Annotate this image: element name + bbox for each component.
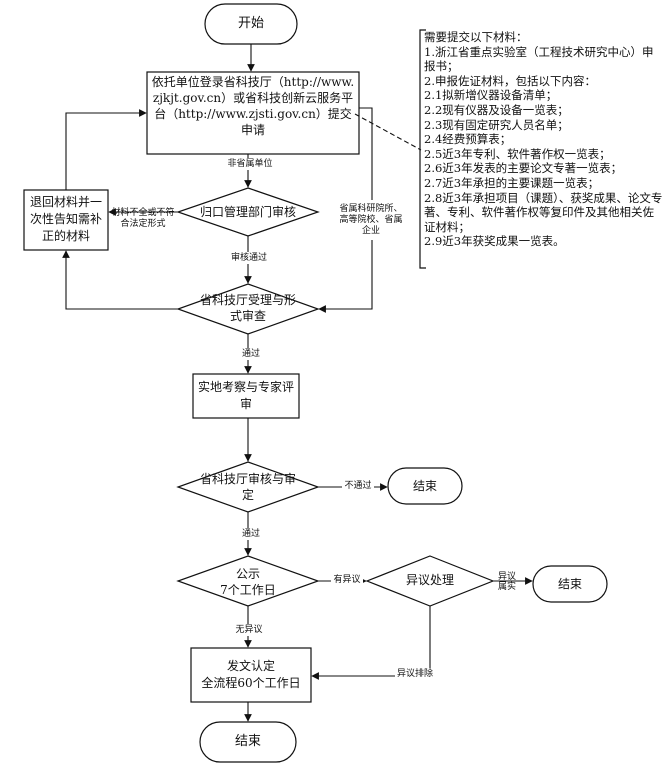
- edge-label-provincial: 省属科研院所、高等院校、省属企业: [339, 204, 403, 236]
- submit-label: 依托单位登录省科技厅（http://www.zjkjt.gov.cn）或省科技创…: [151, 75, 355, 137]
- requirement-item: 2.7近3年承担的主要课题一览表；: [424, 175, 600, 190]
- accept-review-label: 省科技厅受理与形式审查: [199, 293, 296, 323]
- edge-label-incomplete: 材料不全或不符合法定形式: [111, 208, 175, 229]
- edge-label-objection-confirmed: 异议属实: [497, 572, 516, 592]
- end-terminal-3: [199, 721, 297, 763]
- requirement-item: 2.2现有仪器及设备一览表；: [424, 102, 569, 117]
- requirements-dashed-link: [354, 113, 422, 151]
- end-label-3: 结束: [234, 734, 261, 749]
- site-review-box: [192, 373, 300, 419]
- edge-label-non-provincial: 非省属单位: [227, 159, 273, 169]
- end-terminal-2: [532, 565, 608, 603]
- edge-label-no-objection: 无异议: [235, 625, 263, 635]
- dept-review-label: 归口管理部门审核: [199, 205, 296, 219]
- requirement-item: 2.8近3年承担项目（课题）、获奖成果、论文专著、专利、软件著作权等复印件及其他…: [424, 190, 663, 234]
- end-terminal-1: [387, 467, 463, 505]
- objection-label: 异议处理: [405, 573, 454, 587]
- requirement-item: 2.1拟新增仪器设备清单；: [424, 88, 558, 103]
- edge-label-audit-pass: 审核通过: [230, 253, 267, 263]
- publicity-label: 公示 7个工作日: [220, 567, 276, 597]
- end-label-2: 结束: [557, 577, 582, 591]
- submit-box: [146, 71, 360, 155]
- edge-label-passed-1: 通过: [241, 349, 260, 359]
- requirement-item: 1.浙江省重点实验室（工程技术研究中心）申报书；: [424, 44, 654, 74]
- edge-label-has-objection: 有异议: [333, 575, 361, 585]
- issue-label: 发文认定 全流程60个工作日: [201, 659, 301, 690]
- requirement-item: 2.申报佐证材料，包括以下内容：: [424, 73, 596, 88]
- end-label-1: 结束: [412, 479, 437, 493]
- edge-label-objection-removed: 异议排除: [396, 669, 433, 679]
- requirement-item: 2.3现有固定研究人员名单；: [424, 117, 569, 132]
- site-review-label: 实地考察与专家评审: [197, 380, 294, 411]
- edge-label-passed-2: 通过: [241, 529, 260, 539]
- edge-label-not-passed: 不通过: [344, 481, 372, 491]
- approval-label: 省科技厅审核与审定: [200, 472, 297, 502]
- issue-box: [190, 647, 312, 703]
- requirement-item: 2.6近3年发表的主要论文专著一览表；: [424, 161, 623, 176]
- requirement-item: 2.5近3年专利、软件著作权一览表；: [424, 146, 611, 161]
- requirement-item: 2.4经费预算表；: [424, 132, 512, 147]
- start-label: 开始: [237, 16, 264, 31]
- requirements-title: 需要提交以下材料：: [424, 30, 528, 44]
- return-materials-label: 退回材料并一次性告知需补正的材料: [29, 195, 102, 243]
- requirement-item: 2.9近3年获奖成果一览表。: [424, 234, 565, 249]
- requirements-list: 需要提交以下材料： 1.浙江省重点实验室（工程技术研究中心）申报书； 2.申报佐…: [424, 30, 664, 249]
